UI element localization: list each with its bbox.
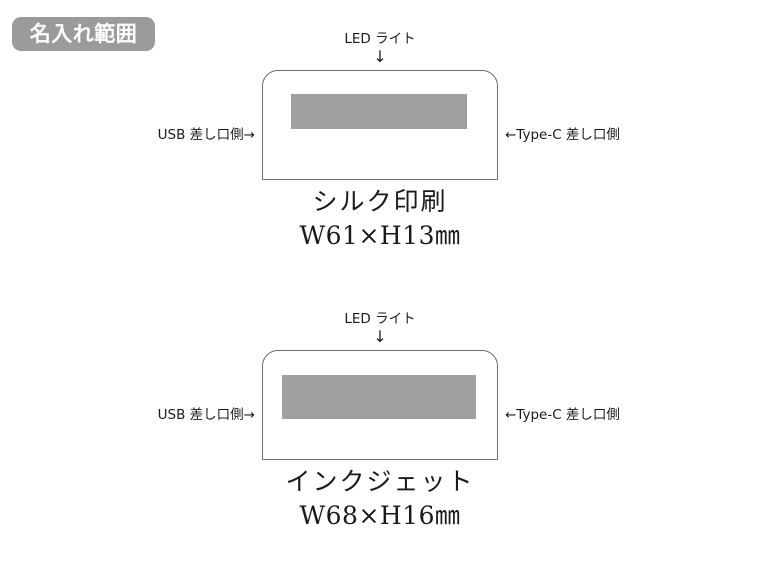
print-area-inkjet: [282, 375, 476, 419]
led-label-inkjet: LED ライト: [344, 311, 416, 327]
imprint-area-badge: 名入れ範囲: [12, 17, 155, 51]
imprint-area-badge-label: 名入れ範囲: [29, 21, 138, 46]
caption-inkjet: インクジェット W68×H16㎜: [0, 465, 760, 533]
down-arrow-icon: ↓: [373, 327, 387, 346]
device-outline-silk: [262, 70, 498, 180]
typec-port-label-inkjet: ←Type-C 差し口側: [505, 407, 620, 423]
device-outline-inkjet: [262, 350, 498, 460]
led-label-silk: LED ライト: [344, 31, 416, 47]
usb-port-label-inkjet: USB 差し口側→: [157, 407, 255, 423]
led-callout-silk: LED ライト ↓: [0, 30, 760, 65]
typec-port-label-silk: ←Type-C 差し口側: [505, 127, 620, 143]
down-arrow-icon: ↓: [373, 47, 387, 66]
usb-port-label-silk: USB 差し口側→: [157, 127, 255, 143]
caption-silk: シルク印刷 W61×H13㎜: [0, 185, 760, 253]
led-callout-inkjet: LED ライト ↓: [0, 310, 760, 345]
print-size-silk: W61×H13㎜: [299, 221, 461, 250]
print-area-silk: [291, 94, 467, 129]
print-method-silk: シルク印刷: [312, 187, 448, 216]
print-method-inkjet: インクジェット: [285, 467, 475, 496]
print-size-inkjet: W68×H16㎜: [299, 501, 461, 530]
